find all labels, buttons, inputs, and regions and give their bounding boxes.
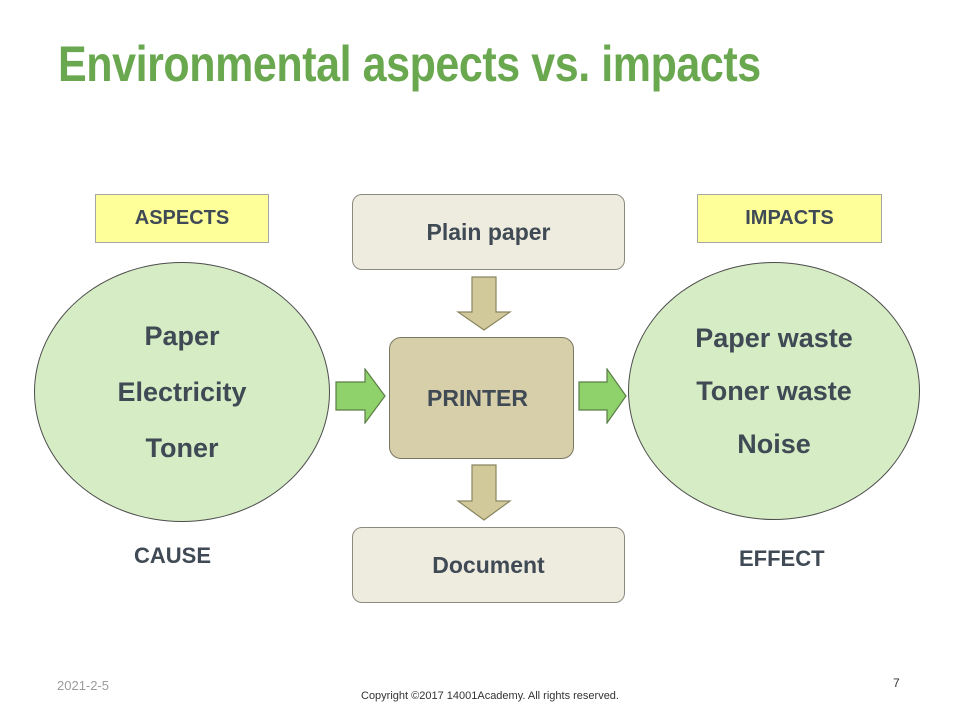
page-number: 7: [893, 676, 900, 690]
down-arrow-to-document: [456, 464, 512, 521]
aspects-tag: ASPECTS: [95, 194, 269, 243]
aspects-ellipse: Paper Electricity Toner: [34, 262, 330, 522]
cause-caption: CAUSE: [134, 543, 212, 568]
effect-caption: EFFECT: [739, 546, 825, 571]
document-box: Document: [352, 527, 625, 603]
down-arrow-to-printer: [456, 276, 512, 331]
plain-paper-box: Plain paper: [352, 194, 625, 270]
impacts-tag: IMPACTS: [697, 194, 882, 243]
aspect-item-paper: Paper: [144, 321, 220, 351]
impact-item-paper-waste: Paper waste: [695, 322, 853, 353]
impact-item-toner-waste: Toner waste: [696, 375, 852, 406]
right-arrow-printer-to-impacts: [578, 368, 627, 424]
impacts-ellipse: Paper waste Toner waste Noise: [628, 262, 920, 520]
printer-box: PRINTER: [389, 337, 574, 459]
aspect-item-electricity: Electricity: [117, 377, 247, 407]
slide-title: Environmental aspects vs. impacts: [58, 36, 761, 92]
footer-date: 2021-2-5: [57, 678, 110, 693]
right-arrow-aspects-to-printer: [335, 368, 386, 424]
aspect-item-toner: Toner: [145, 433, 219, 463]
footer-copyright: Copyright ©2017 14001Academy. All rights…: [361, 690, 619, 702]
impact-item-noise: Noise: [737, 428, 811, 459]
